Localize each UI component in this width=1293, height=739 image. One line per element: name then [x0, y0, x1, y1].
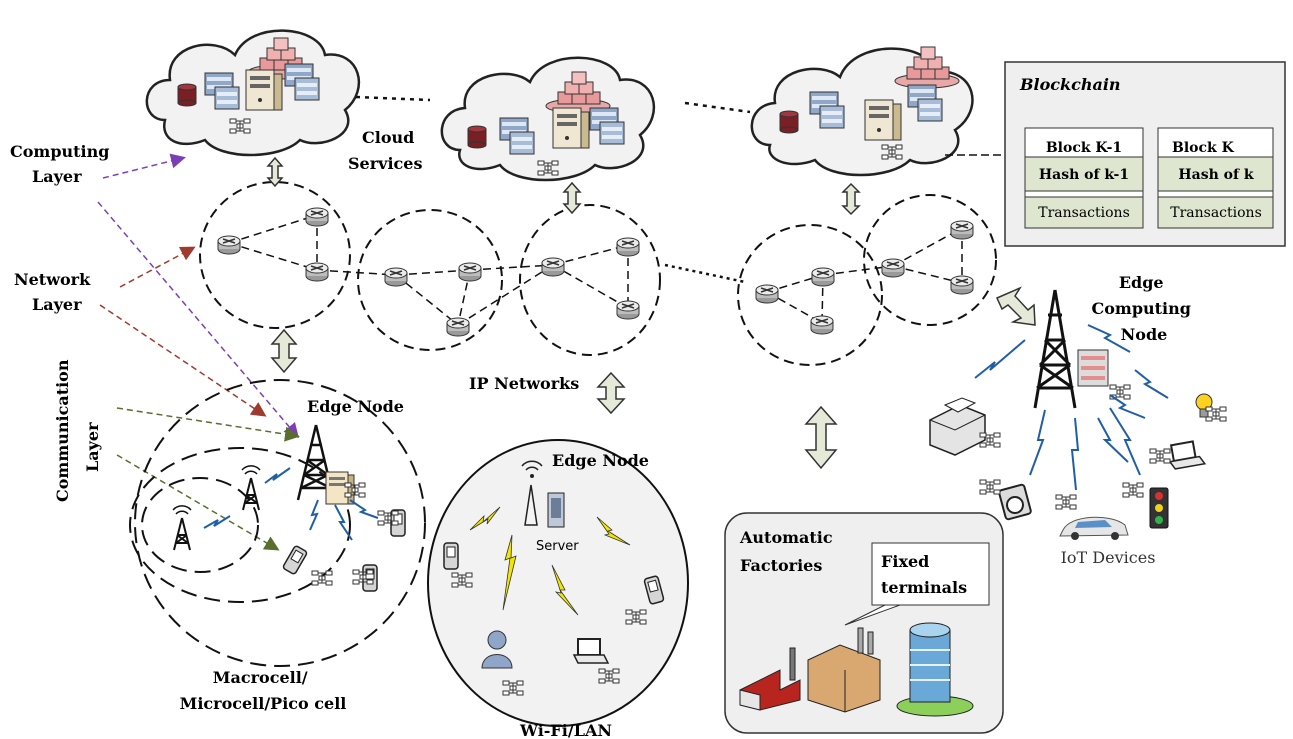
layer-arrows: [97, 153, 300, 551]
block-hash: Hash of k: [1178, 167, 1253, 183]
iot-devices-label: IoT Devices: [1061, 548, 1156, 567]
block-hash: Hash of k-1: [1039, 167, 1129, 183]
server-icon: [1077, 349, 1109, 387]
wifi-lan-label: Wi-Fi/LAN: [519, 721, 612, 739]
blockchain-panel: Blockchain Block K-1 Hash of k-1 Transac…: [1004, 61, 1286, 247]
block-header: Block K-1: [1046, 140, 1122, 156]
network-clusters: [199, 181, 997, 366]
building-icon: [896, 622, 974, 717]
car-icon: [1059, 516, 1129, 540]
block-transactions: Transactions: [1038, 205, 1130, 221]
camera-icon: [998, 483, 1032, 521]
cloud-link: [684, 101, 751, 114]
lightning: [974, 324, 1169, 491]
laptop-icon: [1166, 439, 1206, 471]
fixed-terminals-callout: [844, 542, 990, 626]
bulb-icon: [1195, 393, 1213, 418]
server-icon: [325, 471, 355, 505]
automatic-factories-label: Automatic Factories: [739, 528, 838, 575]
router-icon: [217, 207, 974, 337]
factory-icon: [807, 627, 881, 713]
computing-layer-label: Computing Layer: [10, 142, 115, 186]
communication-layer-label: Communication Layer: [53, 354, 102, 502]
ip-networks-label: IP Networks: [469, 374, 579, 393]
fixed-terminals-label: Fixed terminals: [881, 552, 967, 597]
cloud-link: [355, 95, 431, 102]
edge-node-wifi-label: Edge Node: [552, 451, 649, 470]
antenna-icon: [172, 504, 192, 551]
block-transactions: Transactions: [1170, 205, 1262, 221]
cloud-services-label: Cloud Services: [348, 128, 422, 173]
phone-icon: [281, 544, 309, 576]
macrocell-circles: [129, 379, 426, 667]
tower-icon: [1033, 289, 1077, 409]
macrocell-label: Macrocell/ Microcell/Pico cell: [180, 668, 347, 713]
user-icon: [481, 630, 513, 669]
lightning: [203, 467, 379, 541]
server-icon: [547, 492, 565, 528]
server-label: Server: [536, 539, 579, 554]
blockchain-title: Blockchain: [1019, 75, 1121, 94]
edge-computing-node-label: Edge Computing Node: [1091, 273, 1196, 344]
cloud-icon: [440, 56, 656, 182]
network-layer-label: Network Layer: [14, 270, 96, 314]
printer-icon: [929, 397, 986, 456]
router-links: [228, 214, 963, 326]
factory-icon: [739, 647, 801, 711]
edge-node-label: Edge Node: [307, 397, 404, 416]
block-k: Block K Hash of k Transactions: [1157, 127, 1274, 229]
block-k-1: Block K-1 Hash of k-1 Transactions: [1024, 127, 1144, 229]
block-header: Block K: [1172, 140, 1235, 156]
traffic-light-icon: [1149, 487, 1169, 529]
antenna-icon: [521, 460, 543, 526]
lightning: [469, 506, 631, 616]
double-arrows: [266, 156, 1036, 470]
phone-icon: [443, 542, 459, 570]
antenna-icon: [241, 464, 261, 511]
